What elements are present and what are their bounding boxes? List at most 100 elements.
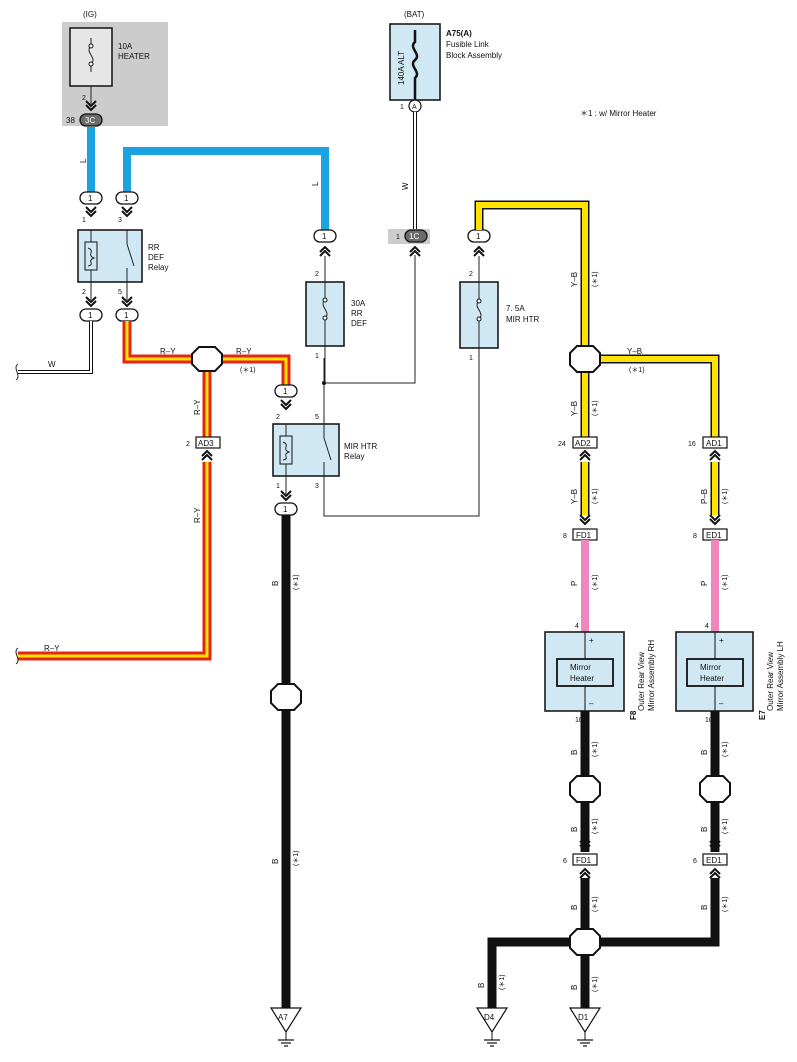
option-label: (＊1) [722, 818, 729, 834]
connector-label: AD1 [706, 439, 722, 448]
wire-color-label: B [271, 581, 280, 586]
wire-color-label: B [570, 827, 579, 832]
svg-text:D1: D1 [578, 1013, 589, 1022]
mir-htr-fuse-name: MIR HTR [506, 315, 540, 324]
wire-color-label: B [570, 985, 579, 990]
wire-color-label: B [700, 750, 709, 755]
mirror-heater-label: Mirror [570, 663, 591, 672]
option-label: (＊1) [293, 850, 300, 866]
mirror-lh-name: Outer Rear View [766, 652, 775, 711]
connector-1 [115, 191, 139, 205]
wire-color-label: B [477, 983, 486, 988]
connector-ad2 [572, 436, 598, 449]
pin-label: 5 [315, 414, 319, 421]
connector-label: FD1 [576, 531, 592, 540]
connector-label: FD1 [576, 856, 592, 865]
connector-label: 1 [283, 387, 288, 396]
pin-label: 6 [693, 858, 697, 865]
wire-color-label: P [700, 581, 709, 586]
option-label: (＊1) [722, 741, 729, 757]
mirror-heater-label: Heater [570, 674, 594, 683]
pin-label: 2 [82, 289, 86, 296]
connector-1 [274, 384, 298, 398]
connector-fd1 [572, 853, 598, 866]
connector-ad3 [195, 436, 221, 449]
rr-def-relay-box [77, 229, 143, 283]
pin-label: 1 [400, 104, 404, 111]
fusible-link-rating: 140A ALT [397, 51, 406, 85]
ground-a7: A7 [269, 1007, 303, 1047]
mirror-lh-name: Mirror Assembly LH [776, 641, 785, 711]
option-label: (＊1) [629, 367, 645, 374]
svg-text:D4: D4 [484, 1013, 495, 1022]
pin-label: 10 [575, 717, 583, 724]
wire-r-y [18, 321, 291, 661]
wire-color-label: W [48, 360, 56, 369]
mir-htr-relay-box [272, 423, 340, 477]
ground-d4: D4 [475, 1007, 509, 1047]
connector-1 [79, 191, 103, 205]
connector-ad1 [702, 436, 728, 449]
pin-label: 2 [469, 271, 473, 278]
connector-3c [79, 113, 103, 127]
wire-color-label: B [570, 905, 579, 910]
pin-label: 2 [186, 441, 190, 448]
wire-color-label: B [570, 750, 579, 755]
connector-label: ED1 [706, 531, 722, 540]
option-label: (＊1) [592, 271, 599, 287]
pin-label: 2 [82, 95, 86, 102]
wire-color-label: Y–B [570, 401, 579, 416]
wire-color-label: B [700, 827, 709, 832]
connector-label: 1 [124, 311, 129, 320]
connector-label: ED1 [706, 856, 722, 865]
rr-def-relay-label: RR [148, 243, 160, 252]
connector-1c [404, 229, 428, 243]
relay-coil-icon [282, 424, 291, 476]
mir-htr-relay-label: Relay [344, 452, 364, 461]
connector-label: 3C [85, 116, 95, 125]
option-label: (＊1) [499, 974, 506, 990]
pin-label: 1 [315, 353, 319, 360]
option-label: (＊1) [722, 488, 729, 504]
connector-label: 1 [124, 194, 129, 203]
note-text: ＊1 : w/ Mirror Heater [580, 109, 657, 118]
heater-fuse-rating: 10A [118, 42, 133, 51]
wire-color-label: B [700, 905, 709, 910]
wire-color-label: L [79, 158, 88, 163]
wire-color-label: R–Y [193, 399, 202, 415]
option-label: (＊1) [592, 574, 599, 590]
mirror-heater-rh [556, 658, 614, 687]
relay-coil-icon [87, 230, 96, 282]
wire-color-label: P [570, 581, 579, 586]
option-label: (＊1) [592, 896, 599, 912]
pin-label: 24 [558, 441, 566, 448]
wire-color-label: R–Y [236, 347, 252, 356]
connector-label: 1 [88, 194, 93, 203]
fusible-link-code: A75(A) [446, 29, 472, 38]
ground-d1: D1 [568, 1007, 602, 1047]
connector-label: 1 [283, 505, 288, 514]
option-label: (＊1) [722, 574, 729, 590]
option-label: (＊1) [592, 400, 599, 416]
wire-l [123, 147, 329, 230]
pin-label: 6 [563, 858, 567, 865]
pin-label: 1 [276, 483, 280, 490]
option-label: (＊1) [722, 896, 729, 912]
option-label: (＊1) [240, 367, 256, 374]
wire-color-label: R–Y [160, 347, 176, 356]
mirror-heater-label: Mirror [700, 663, 721, 672]
mirror-rh-name: Mirror Assembly RH [647, 640, 656, 711]
wire-color-label: Y–B [627, 347, 642, 356]
heater-fuse-name: HEATER [118, 52, 150, 61]
wire-color-label: L [311, 181, 320, 186]
fusible-link-name: Block Assembly [446, 51, 502, 60]
connector-label: 1 [88, 311, 93, 320]
wire-color-label: R–Y [44, 644, 60, 653]
pin-label: 38 [66, 116, 75, 125]
relay-switch-icon [126, 230, 135, 282]
option-label: (＊1) [592, 741, 599, 757]
bat-label: (BAT) [404, 10, 425, 19]
option-label: (＊1) [592, 976, 599, 992]
connector-1 [313, 229, 337, 243]
